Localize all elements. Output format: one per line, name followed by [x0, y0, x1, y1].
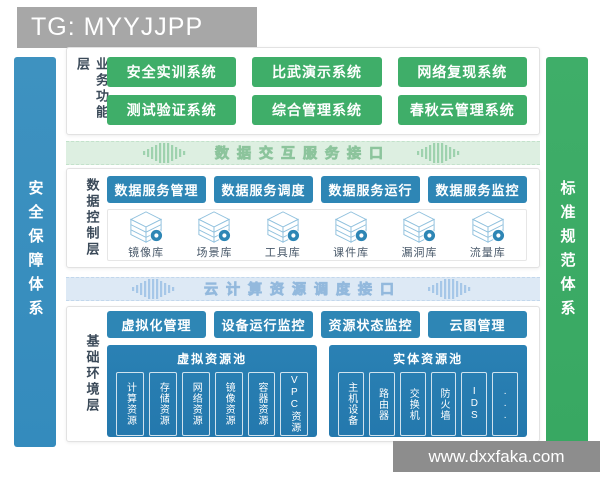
service-button: 资源状态监控: [321, 311, 420, 338]
arrow-stripes-icon: [132, 279, 175, 299]
pool-item-label: 防火墙: [438, 387, 450, 421]
cloud-interface-band-label: 云计算资源调度接口: [204, 281, 402, 298]
virtual-resource-pool: 虚拟资源池 计算资源 存储资源 网络资源 镜像资源 容器资源 VPC资源: [107, 345, 318, 437]
libraries-panel: 镜像库 场景库: [107, 208, 527, 261]
library-label: 工具库: [264, 246, 301, 259]
pool-item: 计算资源: [116, 372, 144, 436]
data-services-grid: 数据服务管理 数据服务调度 数据服务运行 数据服务监控: [107, 175, 527, 203]
library-item: 镜像库: [127, 210, 165, 260]
pool-item: 路由器: [369, 372, 395, 436]
pool-item-label: 计算资源: [124, 382, 136, 426]
service-button: 数据服务调度: [214, 175, 313, 203]
database-stack-icon: [129, 210, 164, 243]
system-button: 测试验证系统: [107, 95, 237, 125]
library-label: 流量库: [469, 246, 506, 259]
library-item: 课件库: [332, 210, 370, 260]
library-item: 漏洞库: [400, 210, 438, 260]
arrow-stripes-icon: [428, 279, 471, 299]
service-button: 云图管理: [428, 311, 527, 338]
pool-item: 网络资源: [181, 372, 210, 436]
system-button: 比武演示系统: [252, 57, 382, 87]
service-button: 虚拟化管理: [107, 311, 206, 338]
sidebar-right-label: 标准规范体系: [558, 180, 576, 324]
pool-item-label: 网络资源: [190, 382, 202, 426]
pool-item-label: IDS: [468, 386, 480, 422]
arrow-stripes-icon: [417, 143, 460, 163]
pool-item-label: VPC资源: [288, 375, 300, 433]
pool-title: 虚拟资源池: [177, 352, 248, 366]
pool-item-label: 路由器: [376, 387, 388, 421]
data-interface-band: 数据交互服务接口: [66, 141, 540, 165]
business-function-layer: 业务功能层 安全实训系统 比武演示系统 网络复现系统 测试验证系统 综合管理系统…: [66, 47, 540, 135]
data-interface-band-label: 数据交互服务接口: [215, 145, 391, 162]
database-stack-icon: [334, 210, 369, 243]
library-label: 漏洞库: [401, 246, 438, 259]
pool-item-label: 存储资源: [157, 382, 169, 426]
library-item: 场景库: [195, 210, 233, 260]
pool-item-label: ...: [499, 386, 511, 422]
tg-badge: TG: MYYJJPP: [17, 7, 257, 48]
infrastructure-services-grid: 虚拟化管理 设备运行监控 资源状态监控 云图管理: [107, 311, 527, 338]
library-item: 流量库: [469, 210, 507, 260]
service-button: 数据服务监控: [428, 175, 527, 203]
database-stack-icon: [403, 210, 437, 243]
cloud-interface-band: 云计算资源调度接口: [66, 277, 540, 301]
database-stack-icon: [266, 210, 300, 243]
database-stack-icon: [198, 210, 232, 243]
pool-item-label: 主机设备: [345, 382, 357, 426]
business-layer-label: 业务功能层: [75, 57, 109, 121]
pool-item: 存储资源: [148, 372, 177, 436]
watermark-text: www.dxxfaka.com: [428, 446, 565, 466]
pool-item: 主机设备: [338, 372, 365, 436]
service-button: 设备运行监控: [214, 311, 313, 338]
pool-item-label: 交换机: [407, 387, 419, 421]
pool-item: VPC资源: [280, 372, 309, 436]
data-control-layer-label: 数据控制层: [84, 178, 100, 258]
arrow-stripes-icon: [143, 143, 186, 163]
watermark: www.dxxfaka.com: [393, 441, 600, 472]
system-button: 网络复现系统: [397, 57, 527, 87]
tg-badge-text: TG: MYYJJPP: [31, 13, 204, 41]
infrastructure-layer-label: 基础环境层: [84, 334, 100, 414]
business-systems-grid: 安全实训系统 比武演示系统 网络复现系统 测试验证系统 综合管理系统 春秋云管理…: [107, 57, 527, 125]
library-label: 镜像库: [128, 246, 165, 259]
sidebar-standards-system: 标准规范体系: [546, 57, 588, 447]
physical-resource-pool: 实体资源池 主机设备 路由器 交换机 防火墙 IDS ...: [329, 345, 527, 437]
data-control-layer: 数据控制层 数据服务管理 数据服务调度 数据服务运行 数据服务监控 镜像库: [66, 168, 540, 268]
pool-title: 实体资源池: [393, 352, 464, 366]
pool-item: 防火墙: [430, 372, 457, 436]
pool-item: 交换机: [399, 372, 426, 436]
sidebar-security-system: 安全保障体系: [14, 57, 56, 447]
pool-item: IDS: [461, 372, 488, 436]
library-item: 工具库: [264, 210, 302, 260]
pool-item: 容器资源: [247, 372, 276, 436]
service-button: 数据服务运行: [321, 175, 420, 203]
system-button: 春秋云管理系统: [397, 95, 527, 125]
service-button: 数据服务管理: [107, 175, 206, 203]
infrastructure-layer: 基础环境层 虚拟化管理 设备运行监控 资源状态监控 云图管理 虚拟资源池 计算资…: [66, 306, 540, 442]
library-label: 课件库: [333, 246, 370, 259]
pool-item-label: 容器资源: [256, 382, 267, 426]
pool-item: 镜像资源: [214, 372, 243, 436]
sidebar-left-label: 安全保障体系: [26, 180, 44, 324]
system-button: 安全实训系统: [107, 57, 237, 87]
pool-item-label: 镜像资源: [223, 382, 235, 426]
database-stack-icon: [471, 210, 505, 243]
library-label: 场景库: [196, 246, 233, 259]
pool-item: ...: [492, 372, 518, 436]
system-button: 综合管理系统: [252, 95, 382, 125]
